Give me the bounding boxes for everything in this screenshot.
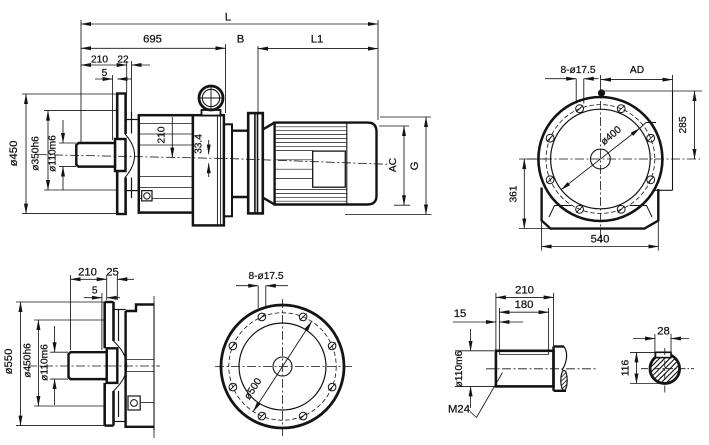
svg-text:L: L — [225, 12, 231, 24]
svg-text:AD: AD — [630, 65, 644, 76]
svg-text:8-ø17.5: 8-ø17.5 — [248, 271, 283, 282]
svg-text:ø450: ø450 — [8, 141, 20, 167]
svg-text:22: 22 — [117, 54, 129, 65]
svg-text:G: G — [409, 162, 421, 171]
svg-text:5: 5 — [102, 68, 108, 79]
svg-text:15: 15 — [454, 308, 467, 320]
svg-text:ø500: ø500 — [242, 376, 264, 402]
svg-text:8-ø17.5: 8-ø17.5 — [560, 65, 595, 76]
svg-text:ø400: ø400 — [599, 124, 624, 148]
svg-text:ø350h6: ø350h6 — [31, 136, 42, 171]
svg-text:ø550: ø550 — [3, 349, 15, 375]
svg-text:ø110m6: ø110m6 — [48, 135, 59, 172]
svg-text:ø450h6: ø450h6 — [23, 343, 34, 378]
svg-text:210: 210 — [515, 284, 534, 296]
svg-text:5: 5 — [92, 286, 98, 297]
svg-text:210: 210 — [157, 126, 168, 143]
svg-text:28: 28 — [657, 326, 670, 338]
svg-text:361: 361 — [509, 185, 520, 202]
svg-text:ø110m6: ø110m6 — [454, 350, 465, 387]
svg-text:L1: L1 — [311, 34, 324, 46]
svg-text:695: 695 — [143, 33, 162, 45]
svg-text:ø110m6: ø110m6 — [40, 344, 51, 381]
svg-text:33.4: 33.4 — [194, 134, 205, 154]
svg-text:540: 540 — [591, 234, 610, 246]
svg-text:180: 180 — [515, 299, 534, 311]
svg-text:M24: M24 — [448, 404, 470, 416]
svg-text:210: 210 — [78, 267, 97, 279]
svg-text:AC: AC — [388, 158, 399, 172]
svg-text:210: 210 — [91, 54, 108, 65]
svg-text:116: 116 — [621, 360, 632, 377]
svg-text:285: 285 — [678, 116, 689, 133]
svg-text:25: 25 — [106, 267, 119, 279]
svg-text:B: B — [237, 34, 245, 46]
